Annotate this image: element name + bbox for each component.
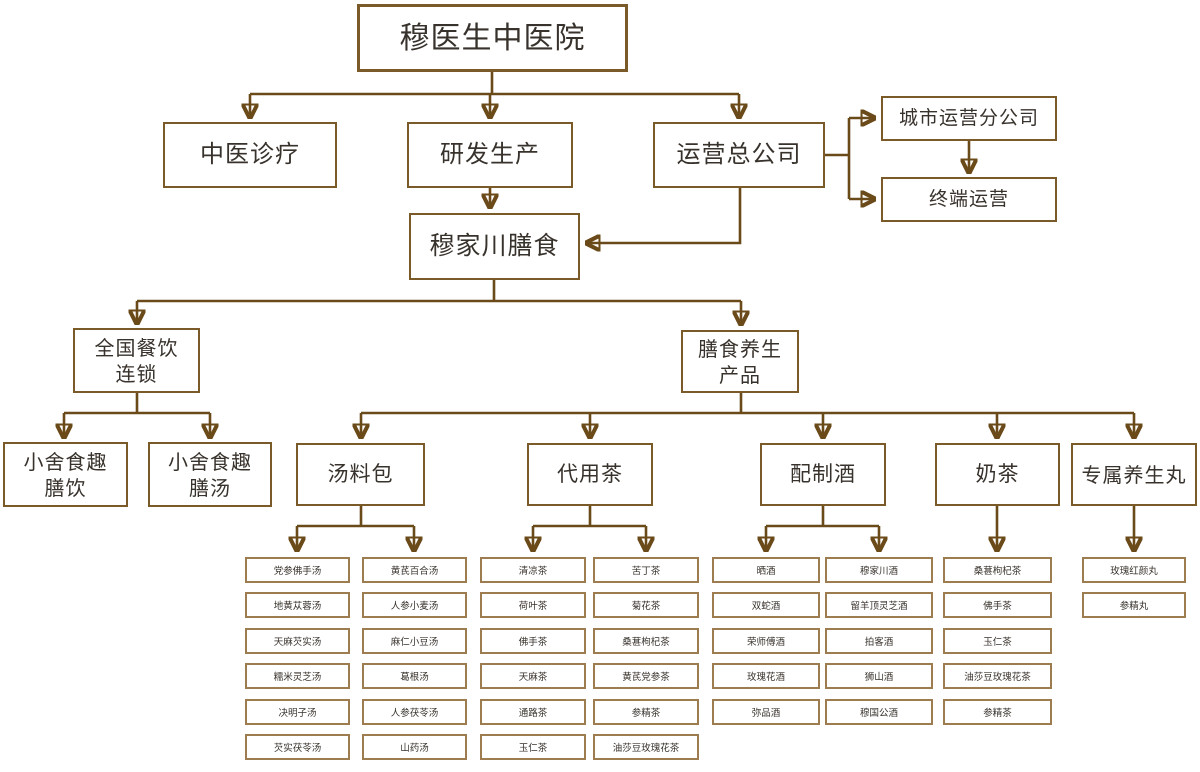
node-mujiachuan-meals: 穆家川膳食 (409, 213, 580, 280)
leaf-column-soup-2: 黄芪百合汤 人参小麦汤 麻仁小豆汤 葛根汤 人参茯苓汤 山药汤 (362, 557, 467, 760)
leaf-item: 玉仁茶 (480, 733, 586, 760)
leaf-item: 参精茶 (593, 698, 699, 725)
leaf-item: 黄芪百合汤 (362, 557, 467, 583)
leaf-item: 佛手茶 (943, 592, 1052, 619)
leaf-item: 参精茶 (943, 698, 1052, 725)
node-category-soup-packs: 汤料包 (296, 443, 425, 506)
leaf-item: 荣师傅酒 (712, 627, 820, 654)
leaf-column-pills: 玫瑰红颜丸 参精丸 (1082, 557, 1186, 619)
node-terminal-operations: 终端运营 (881, 177, 1057, 222)
leaf-item: 黄芪党参茶 (593, 663, 699, 690)
leaf-item: 晒酒 (712, 557, 820, 583)
node-root-hospital: 穆医生中医院 (357, 4, 628, 72)
leaf-item: 党参佛手汤 (245, 557, 350, 583)
leaf-item: 参精丸 (1082, 592, 1186, 619)
node-category-substitute-tea: 代用茶 (527, 443, 653, 506)
node-xiaoshe-shiqu-soups: 小舍食趣 膳汤 (148, 442, 272, 507)
leaf-item: 天麻芡实汤 (245, 627, 350, 654)
leaf-item: 人参茯苓汤 (362, 698, 467, 725)
leaf-column-tea-1: 清凉茶 荷叶茶 佛手茶 天麻茶 通路茶 玉仁茶 (480, 557, 586, 760)
leaf-item: 桑葚枸杞茶 (943, 557, 1052, 583)
leaf-item: 穆家川酒 (825, 557, 933, 583)
node-xiaoshe-shiqu-drinks: 小舍食趣 膳饮 (3, 442, 128, 507)
leaf-item: 通路茶 (480, 698, 586, 725)
leaf-column-wine-2: 穆家川酒 留羊顶灵芝酒 拍客酒 狮山酒 穆国公酒 (825, 557, 933, 725)
leaf-item: 山药汤 (362, 733, 467, 760)
leaf-item: 玫瑰花酒 (712, 663, 820, 690)
leaf-column-milk-tea: 桑葚枸杞茶 佛手茶 玉仁茶 油莎豆玫瑰花茶 参精茶 (943, 557, 1052, 725)
leaf-item: 双蛇酒 (712, 592, 820, 619)
node-national-restaurant-chain: 全国餐饮 连锁 (73, 328, 200, 393)
leaf-item: 玉仁茶 (943, 627, 1052, 654)
leaf-column-tea-2: 苦丁茶 菊花茶 桑葚枸杞茶 黄芪党参茶 参精茶 油莎豆玫瑰花茶 (593, 557, 699, 760)
node-tcm-clinic: 中医诊疗 (163, 122, 337, 188)
leaf-item: 清凉茶 (480, 557, 586, 583)
leaf-item: 狮山酒 (825, 663, 933, 690)
leaf-item: 留羊顶灵芝酒 (825, 592, 933, 619)
leaf-item: 天麻茶 (480, 663, 586, 690)
node-category-wellness-pills: 专属养生丸 (1071, 443, 1197, 506)
leaf-item: 苦丁茶 (593, 557, 699, 583)
leaf-column-wine-1: 晒酒 双蛇酒 荣师傅酒 玫瑰花酒 弥品酒 (712, 557, 820, 725)
leaf-item: 玫瑰红颜丸 (1082, 557, 1186, 583)
leaf-item: 决明子汤 (245, 698, 350, 725)
leaf-item: 油莎豆玫瑰花茶 (593, 733, 699, 760)
leaf-item: 拍客酒 (825, 627, 933, 654)
leaf-item: 佛手茶 (480, 627, 586, 654)
leaf-column-soup-1: 党参佛手汤 地黄苁蓉汤 天麻芡实汤 糯米灵芝汤 决明子汤 芡实茯苓汤 (245, 557, 350, 760)
leaf-item: 糯米灵芝汤 (245, 663, 350, 690)
node-city-operations: 城市运营分公司 (881, 96, 1057, 141)
leaf-item: 荷叶茶 (480, 592, 586, 619)
leaf-item: 桑葚枸杞茶 (593, 627, 699, 654)
leaf-item: 麻仁小豆汤 (362, 627, 467, 654)
leaf-item: 芡实茯苓汤 (245, 733, 350, 760)
node-category-milk-tea: 奶茶 (935, 443, 1060, 506)
leaf-item: 油莎豆玫瑰花茶 (943, 663, 1052, 690)
leaf-item: 地黄苁蓉汤 (245, 592, 350, 619)
node-rd-production: 研发生产 (407, 122, 573, 188)
node-category-blended-wine: 配制酒 (760, 443, 886, 506)
node-health-products: 膳食养生 产品 (681, 330, 799, 393)
leaf-item: 葛根汤 (362, 663, 467, 690)
leaf-item: 穆国公酒 (825, 698, 933, 725)
leaf-item: 弥品酒 (712, 698, 820, 725)
node-operations-hq: 运营总公司 (653, 122, 825, 188)
leaf-item: 人参小麦汤 (362, 592, 467, 619)
leaf-item: 菊花茶 (593, 592, 699, 619)
